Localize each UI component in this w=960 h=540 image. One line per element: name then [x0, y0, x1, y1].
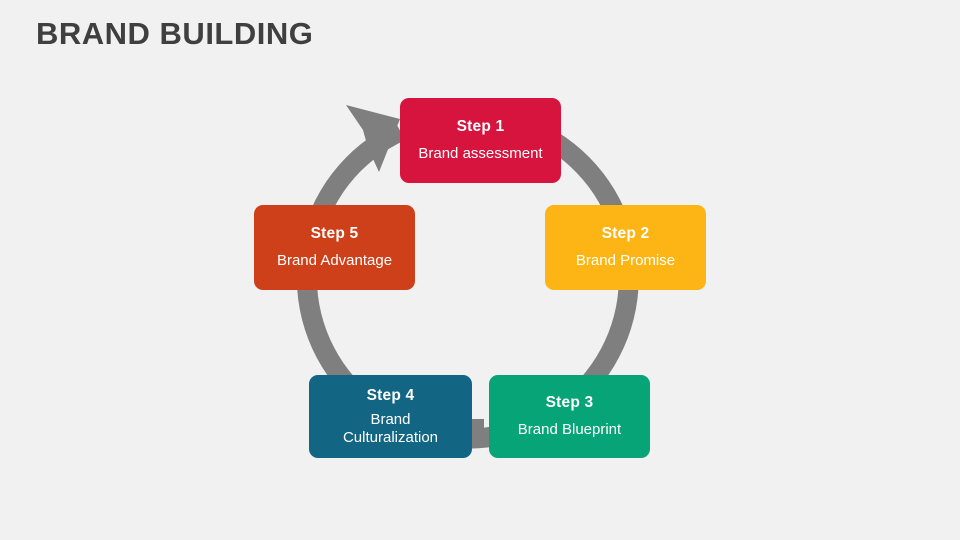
step-box-1[interactable]: Step 1 Brand assessment [400, 98, 561, 183]
step-2-label: Brand Promise [575, 252, 676, 270]
connector-step4-step3 [471, 419, 484, 442]
step-1-label: Brand assessment [418, 145, 543, 163]
step-2-title: Step 2 [601, 225, 650, 243]
step-3-label: Brand Blueprint [517, 421, 622, 439]
step-5-label: Brand Advantage [276, 252, 393, 270]
step-1-title: Step 1 [456, 118, 505, 136]
step-box-5[interactable]: Step 5 Brand Advantage [254, 205, 415, 290]
step-box-3[interactable]: Step 3 Brand Blueprint [489, 375, 650, 458]
step-5-title: Step 5 [310, 225, 359, 243]
page-title: BRAND BUILDING [36, 16, 314, 51]
step-4-title: Step 4 [366, 386, 415, 404]
step-4-label: Brand Culturalization [335, 411, 446, 448]
step-box-2[interactable]: Step 2 Brand Promise [545, 205, 706, 290]
step-3-title: Step 3 [545, 394, 594, 412]
step-4-label-line-2: Culturalization [342, 428, 439, 446]
step-box-4[interactable]: Step 4 Brand Culturalization [309, 375, 472, 458]
step-4-label-line-1: Brand [370, 410, 411, 428]
